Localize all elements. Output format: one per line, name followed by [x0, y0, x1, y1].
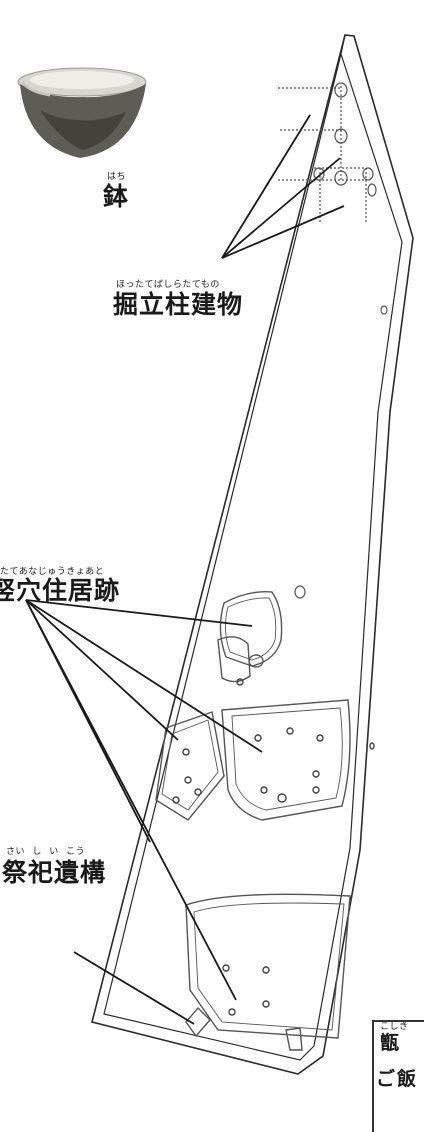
hottate-label: 掘立柱建物: [113, 290, 244, 319]
koshiki-ruby: こしき: [380, 1022, 409, 1032]
saishi-ruby: さい し い こう: [6, 847, 86, 857]
tateana-ruby: たてあなじゅうきょあと: [0, 567, 105, 577]
site-map-diagram: [17, 34, 414, 1075]
tateana-label: 竪穴住居跡: [0, 576, 121, 605]
pillar-building: [278, 82, 388, 599]
bowl-image: [17, 67, 147, 158]
post-holes: [172, 678, 375, 1016]
koshiki-label-2: ご飯: [376, 1068, 419, 1090]
saishi-label: 祭祀遺構: [2, 858, 107, 887]
hachi-label: 鉢: [103, 182, 130, 211]
hottate-ruby: ほったてばしらたてもの: [116, 280, 220, 290]
leader-lines: [25, 114, 345, 1025]
koshiki-label: 甑: [380, 1032, 402, 1054]
site-outline: [91, 34, 414, 1075]
hachi-ruby: はち: [107, 172, 127, 182]
